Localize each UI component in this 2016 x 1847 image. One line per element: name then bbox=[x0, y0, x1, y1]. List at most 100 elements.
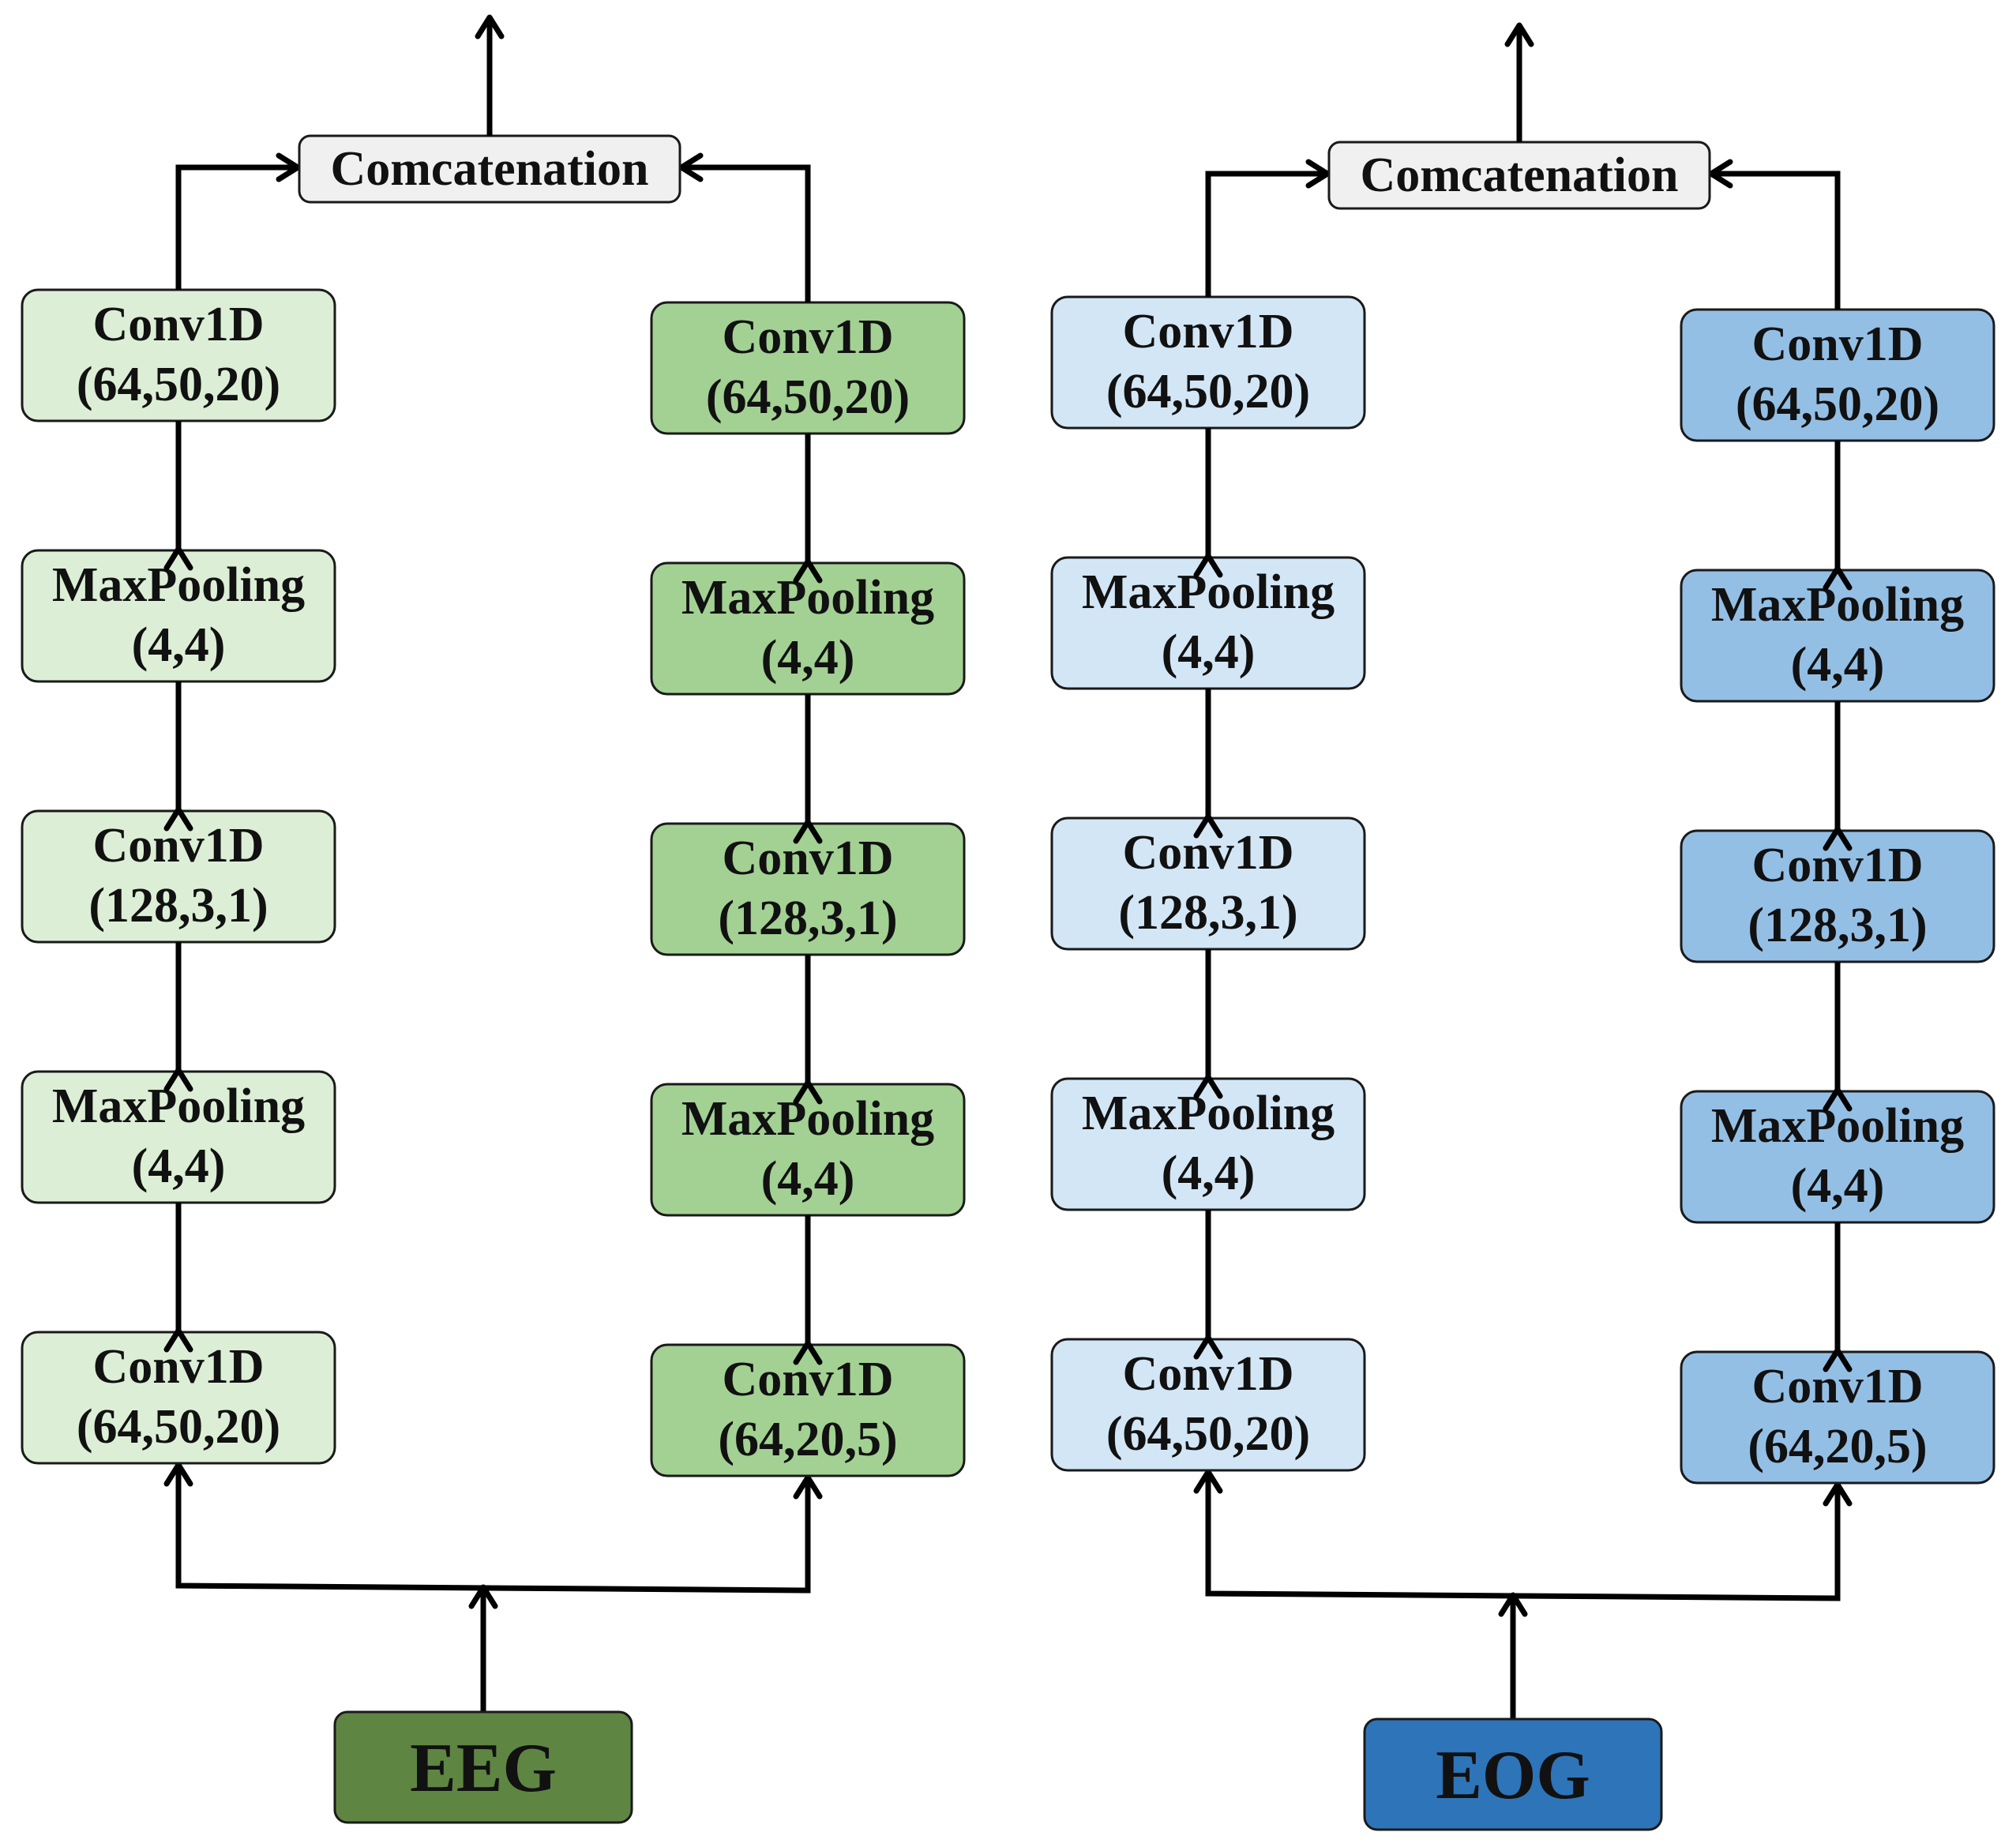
arrowhead-icon bbox=[793, 1079, 823, 1105]
layer-type: MaxPooling bbox=[52, 558, 305, 612]
input-box-shape bbox=[1363, 1717, 1663, 1831]
layer-box: Conv1D (64,50,20) bbox=[21, 288, 336, 422]
layer-box: MaxPooling (4,4) bbox=[650, 1083, 966, 1217]
arrowhead-icon bbox=[163, 1067, 193, 1092]
layer-type: Conv1D bbox=[1122, 1347, 1293, 1401]
arrowhead-icon bbox=[276, 152, 301, 182]
layer-type: Conv1D bbox=[722, 1353, 893, 1406]
merge-connector-left bbox=[1205, 171, 1324, 297]
layer-box: Conv1D (64,20,5) bbox=[1680, 1350, 1995, 1485]
arrowhead-icon bbox=[793, 1340, 823, 1365]
layer-params: (128,3,1) bbox=[1118, 886, 1297, 940]
arrowhead-icon bbox=[1823, 565, 1853, 591]
layer-type: MaxPooling bbox=[1711, 578, 1964, 632]
layer-box: MaxPooling (4,4) bbox=[1050, 1077, 1366, 1211]
layer-type: MaxPooling bbox=[52, 1079, 305, 1133]
layer-box: Conv1D (64,20,5) bbox=[650, 1343, 966, 1477]
input-box-shape bbox=[333, 1710, 633, 1824]
arrowhead-icon bbox=[1823, 826, 1853, 851]
arrowhead-icon bbox=[1823, 1481, 1853, 1507]
layer-params: (4,4) bbox=[1162, 1147, 1256, 1200]
arrowhead-icon bbox=[793, 819, 823, 844]
layer-box: MaxPooling (4,4) bbox=[1680, 1090, 1995, 1224]
layer-type: MaxPooling bbox=[681, 1092, 934, 1146]
layer-params: (128,3,1) bbox=[1748, 899, 1927, 952]
arrowhead-icon bbox=[1823, 1347, 1853, 1372]
layer-type: Conv1D bbox=[92, 819, 264, 873]
layer-type: Conv1D bbox=[722, 832, 893, 885]
layer-type: Conv1D bbox=[1122, 826, 1293, 880]
layer-params: (64,50,20) bbox=[77, 1400, 280, 1454]
arrowhead-icon bbox=[163, 546, 193, 571]
arrowhead-icon bbox=[793, 1474, 823, 1500]
layer-params: (4,4) bbox=[761, 1152, 855, 1206]
layer-box: Conv1D (64,50,20) bbox=[1050, 1338, 1366, 1472]
input-label: EEG bbox=[410, 1730, 557, 1807]
layer-type: Conv1D bbox=[1122, 305, 1293, 359]
layer-type: Conv1D bbox=[1751, 317, 1923, 371]
layer-params: (64,20,5) bbox=[718, 1413, 897, 1466]
layer-box: MaxPooling (4,4) bbox=[650, 561, 966, 696]
layer-params: (64,50,20) bbox=[706, 370, 910, 424]
layer-params: (64,50,20) bbox=[1106, 365, 1310, 419]
layer-type: MaxPooling bbox=[1082, 565, 1335, 619]
arrowhead-icon bbox=[163, 1327, 193, 1353]
layer-type: Conv1D bbox=[92, 298, 264, 351]
arrowhead-icon bbox=[1193, 813, 1223, 839]
layer-params: (4,4) bbox=[761, 631, 855, 685]
layer-params: (64,50,20) bbox=[1106, 1407, 1310, 1461]
layer-type: MaxPooling bbox=[1082, 1087, 1335, 1140]
input-box: EOG bbox=[1363, 1717, 1663, 1831]
split-connector bbox=[1205, 1472, 1841, 1601]
layer-type: Conv1D bbox=[722, 310, 893, 364]
concatenation-label: Comcatenation bbox=[331, 142, 649, 196]
layer-params: (64,50,20) bbox=[1736, 377, 1939, 431]
input-box: EEG bbox=[333, 1710, 633, 1824]
concatenation-label: Comcatenation bbox=[1361, 148, 1679, 202]
layer-box: Conv1D (128,3,1) bbox=[1050, 817, 1366, 951]
input-label: EOG bbox=[1436, 1737, 1590, 1814]
concatenation-box: Comcatenation bbox=[298, 134, 681, 204]
arrowhead-icon bbox=[1823, 1087, 1853, 1112]
layer-type: Conv1D bbox=[92, 1340, 264, 1394]
concatenation-box: Comcatenation bbox=[1327, 141, 1711, 210]
merge-connector-left bbox=[175, 164, 295, 290]
arrowhead-icon bbox=[1193, 1469, 1223, 1494]
layer-box: Conv1D (64,50,20) bbox=[650, 301, 966, 435]
arrowhead-icon bbox=[793, 558, 823, 584]
layer-params: (128,3,1) bbox=[718, 892, 897, 945]
layer-box: Conv1D (64,50,20) bbox=[1680, 308, 1995, 442]
arrowhead-icon bbox=[1708, 159, 1733, 189]
layer-params: (64,20,5) bbox=[1748, 1420, 1927, 1473]
layer-params: (4,4) bbox=[1791, 1159, 1885, 1213]
layer-type: MaxPooling bbox=[1711, 1099, 1964, 1153]
arrowhead-icon bbox=[1193, 1335, 1223, 1360]
layer-params: (64,50,20) bbox=[77, 358, 280, 411]
arrowhead-icon bbox=[163, 806, 193, 832]
arrowhead-icon bbox=[1193, 553, 1223, 578]
arrowhead-icon bbox=[475, 14, 505, 39]
layer-params: (128,3,1) bbox=[88, 879, 268, 933]
layer-box: Conv1D (128,3,1) bbox=[21, 809, 336, 944]
layer-box: MaxPooling (4,4) bbox=[21, 549, 336, 683]
merge-connector-right bbox=[685, 164, 811, 302]
layer-type: Conv1D bbox=[1751, 839, 1923, 892]
layer-params: (4,4) bbox=[1162, 625, 1256, 679]
layer-type: Conv1D bbox=[1751, 1360, 1923, 1413]
layer-box: MaxPooling (4,4) bbox=[1050, 556, 1366, 690]
layer-box: Conv1D (128,3,1) bbox=[1680, 829, 1995, 963]
arrowhead-icon bbox=[1305, 159, 1331, 189]
merge-connector-right bbox=[1714, 171, 1841, 310]
layer-box: MaxPooling (4,4) bbox=[1680, 569, 1995, 703]
layer-box: MaxPooling(4,4) bbox=[21, 1070, 336, 1204]
layer-type: MaxPooling bbox=[681, 571, 934, 625]
arrowhead-icon bbox=[1193, 1074, 1223, 1099]
arrowhead-icon bbox=[163, 1462, 193, 1487]
arrowhead-icon bbox=[678, 152, 704, 182]
split-connector bbox=[175, 1465, 811, 1594]
layer-box: Conv1D (64,50,20) bbox=[1050, 295, 1366, 430]
layer-params: (4,4) bbox=[1791, 638, 1885, 692]
layer-box: Conv1D (64,50,20) bbox=[21, 1331, 336, 1465]
layer-params: (4,4) bbox=[132, 618, 226, 672]
